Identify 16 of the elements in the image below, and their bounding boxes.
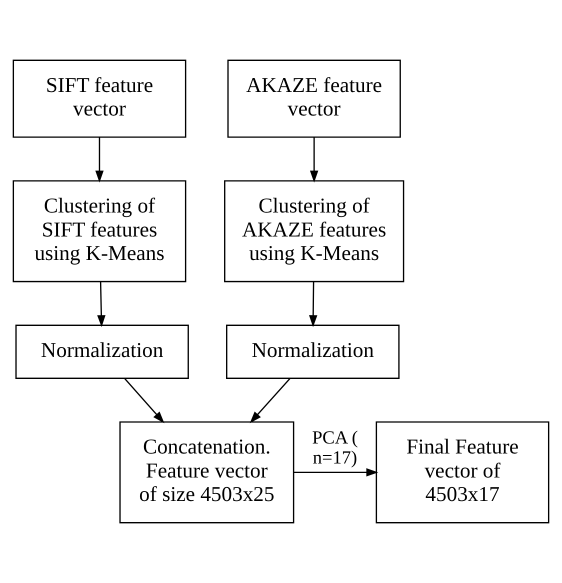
arrow — [294, 468, 378, 477]
node-box: Normalization — [226, 324, 400, 379]
arrow — [124, 378, 164, 424]
node-box: SIFT feature vector — [12, 60, 186, 138]
node-box: Normalization — [15, 324, 189, 379]
arrow — [97, 282, 106, 328]
node-box: Clustering of SIFT features using K-Means — [12, 180, 186, 282]
node-box: Final Feature vector of 4503x17 — [376, 421, 550, 524]
node-box: Clustering of AKAZE features using K-Means — [224, 180, 404, 282]
arrow — [309, 282, 318, 328]
arrow — [310, 137, 318, 183]
node-box: AKAZE feature vector — [227, 60, 401, 138]
edge-label: PCA (n=17) — [312, 427, 358, 468]
arrow — [95, 137, 104, 183]
node-box: Concatenation. Feature vector of size 4503x25 — [119, 421, 294, 524]
arrow — [250, 378, 290, 424]
